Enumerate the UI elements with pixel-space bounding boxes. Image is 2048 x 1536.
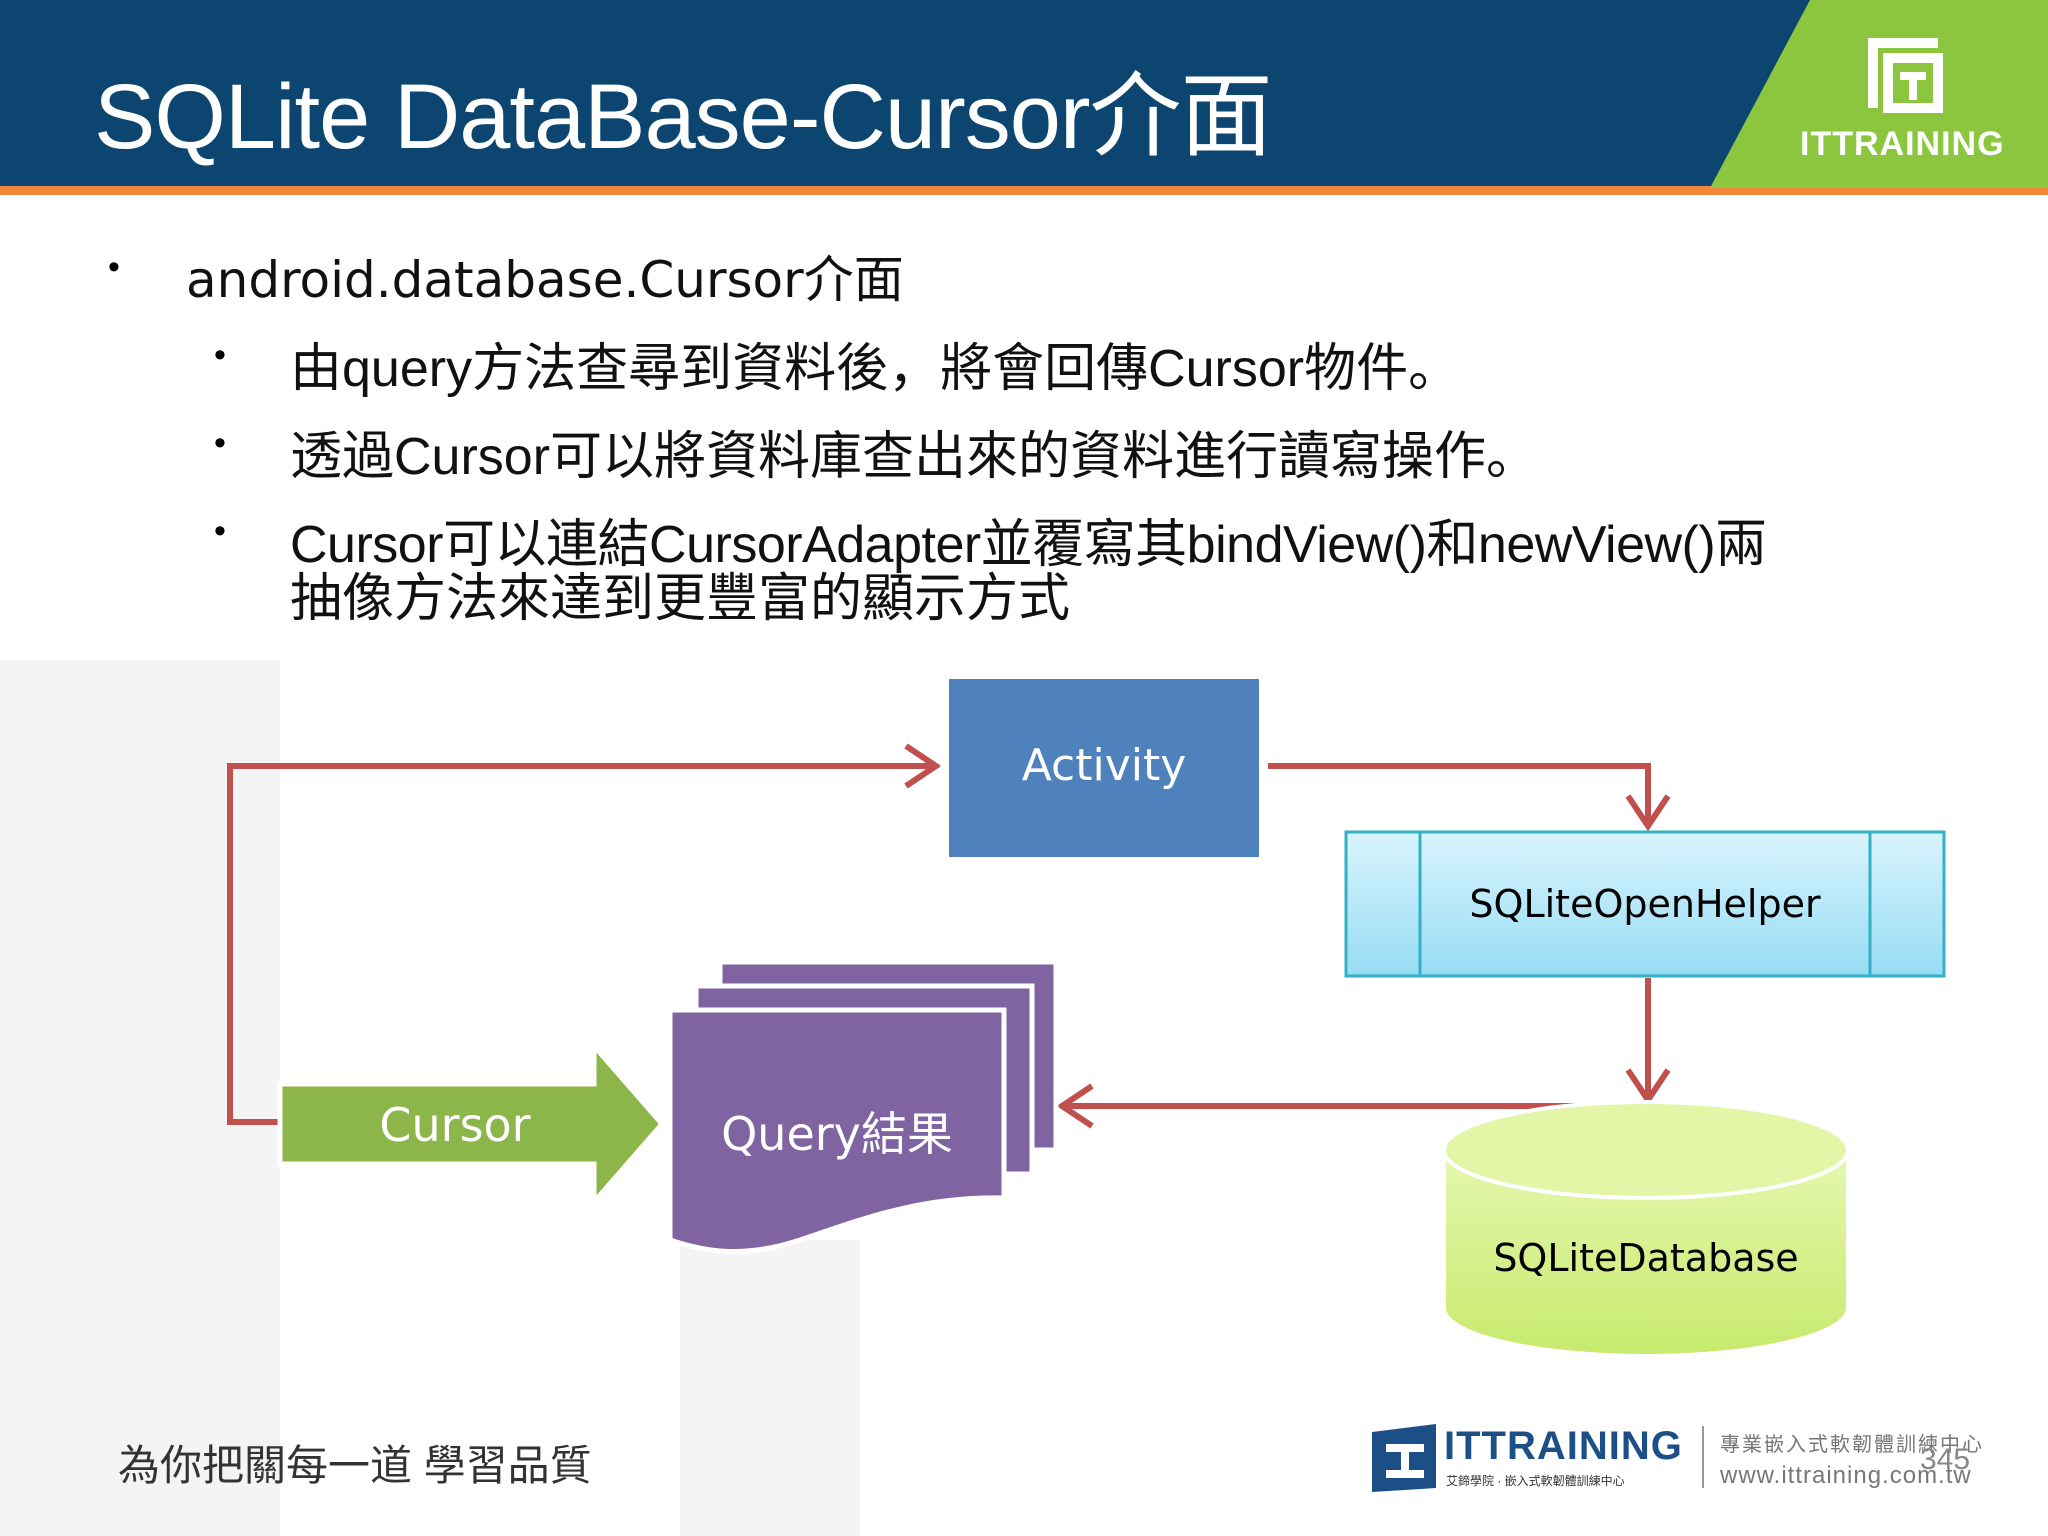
sqliteopenhelper-node	[1344, 830, 1946, 978]
arrowhead	[1625, 794, 1671, 832]
background-watermark	[0, 660, 280, 1536]
connector-activity-to-helper	[1268, 763, 1651, 826]
sqliteopenhelper-label: SQLiteOpenHelper	[1469, 882, 1821, 926]
bullet-level1: android.database.Cursor介面	[186, 251, 904, 309]
footer-logo-text: ITTRAINING	[1444, 1424, 1683, 1468]
activity-label: Activity	[1021, 740, 1187, 791]
bullet-level2-item-continued: 抽像方法來達到更豐富的顯示方式	[290, 570, 1071, 628]
bullet-level2-item: Cursor可以連結CursorAdapter並覆寫其bindView()和ne…	[290, 516, 1767, 574]
bullet-dot: •	[214, 512, 226, 550]
cursor-arrow-node	[277, 1039, 666, 1209]
arrowhead	[904, 743, 942, 789]
bullet-level2-item: 透過Cursor可以將資料庫查出來的資料進行讀寫操作。	[290, 428, 1539, 486]
footer-logo-small: 艾鍗學院 · 嵌入式軟韌體訓練中心	[1446, 1474, 1625, 1488]
brand-logo-panel	[1710, 0, 2048, 188]
page-title: SQLite DataBase-Cursor介面	[94, 66, 1273, 168]
page-number: 345	[1920, 1443, 1971, 1476]
footer-slogan: 為你把關每一道 學習品質	[118, 1442, 592, 1489]
background-watermark	[680, 1240, 860, 1536]
sqlitedatabase-node	[1442, 1100, 1850, 1358]
footer-divider	[1702, 1426, 1704, 1488]
arrowhead	[1056, 1083, 1094, 1129]
title-bar-accent	[0, 186, 2048, 195]
query-result-node	[667, 959, 1059, 1255]
brand-logo-icon	[1868, 38, 1943, 113]
footer-logo-icon	[1372, 1424, 1436, 1492]
arrowhead	[1625, 1068, 1671, 1106]
activity-node	[940, 672, 1265, 866]
query-result-label: Query結果	[721, 1107, 953, 1161]
sqlitedatabase-label: SQLiteDatabase	[1493, 1236, 1799, 1280]
cursor-label: Cursor	[379, 1098, 531, 1152]
bullet-dot: •	[108, 248, 120, 286]
footer-logo: ITTRAINING 艾鍗學院 · 嵌入式軟韌體訓練中心 專業嵌入式軟韌體訓練中…	[1368, 1418, 2008, 1498]
footer-logo-subtitle: 專業嵌入式軟韌體訓練中心	[1720, 1434, 1984, 1456]
connector-cursor-to-activity	[227, 763, 936, 1125]
bullet-level2-item: 由query方法查尋到資料後，將會回傳Cursor物件。	[290, 340, 1461, 398]
title-bar	[0, 0, 2048, 188]
bullet-dot: •	[214, 424, 226, 462]
brand-name: ITTRAINING	[1800, 125, 2005, 163]
footer-website: www.ittraining.com.tw	[1720, 1462, 1972, 1489]
bullet-dot: •	[214, 336, 226, 374]
